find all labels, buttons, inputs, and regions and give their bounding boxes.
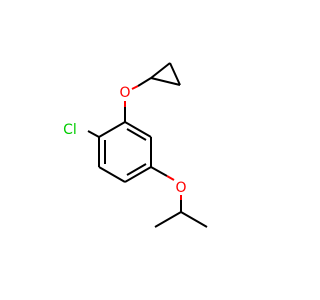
bond-cyclopropyl-b <box>169 62 181 86</box>
bond-cyclopropyl-c <box>150 77 181 86</box>
isopropoxy-group <box>150 166 208 228</box>
double-bond-c2-c3 <box>126 128 147 141</box>
bond-cyclopropyl-a <box>150 62 171 79</box>
bond-c4-o-red <box>166 175 175 181</box>
double-bond-c4-c5 <box>126 163 147 176</box>
molecule-structure: Cl O O <box>63 62 208 228</box>
bond-c1-cl <box>87 130 100 138</box>
oxygen-isopropyl-atom-label: O <box>175 180 186 196</box>
cyclopropoxy-group <box>124 62 181 122</box>
bond-ring-c4-c5 <box>124 166 152 183</box>
chlorine-atom-label: Cl <box>63 122 77 138</box>
oxygen-cyclopropyl-atom-label: O <box>119 85 130 101</box>
bond-isopropyl-methyl-left <box>154 211 182 228</box>
bond-ring-c2-c3 <box>124 121 152 138</box>
bond-o-cyclopropyl <box>137 77 152 87</box>
bond-isopropyl-methyl-right <box>180 211 208 228</box>
benzene-ring <box>98 121 152 183</box>
bond-ring-c5-c6 <box>98 166 126 183</box>
bond-ring-c1-c2 <box>98 121 126 138</box>
bond-o-cyclopropyl-red <box>131 85 139 90</box>
bond-c4-o <box>150 166 168 177</box>
